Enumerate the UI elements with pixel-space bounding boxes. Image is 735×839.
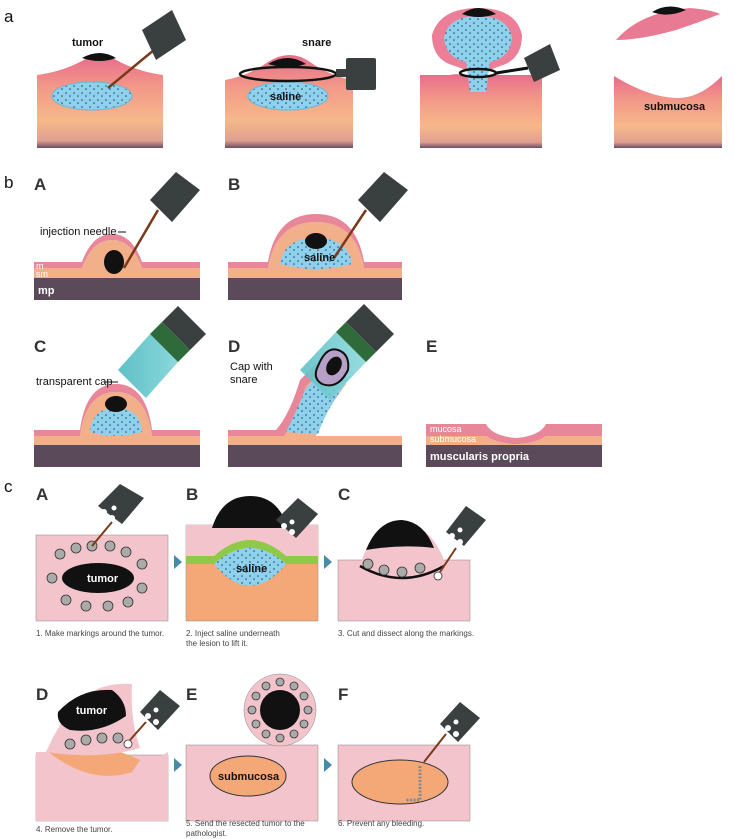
section-b: A injection needle m sm mp B saline: [34, 172, 602, 467]
panel-label-b: b: [4, 173, 13, 192]
b-letter-C: C: [34, 337, 46, 356]
c-caption-5b: pathologist.: [186, 829, 227, 838]
c-step-A: A tumor 1. Make markings around the tumo…: [35, 484, 169, 638]
b-letter-B: B: [228, 175, 240, 194]
c-label-tumor-d: tumor: [76, 705, 108, 717]
b-label-mp: mp: [38, 285, 55, 297]
a-label-submucosa: submucosa: [644, 101, 706, 113]
a-step-3: [420, 8, 560, 148]
a-step-1: tumor: [37, 10, 186, 148]
a-step-2: snare saline: [225, 37, 376, 148]
section-c: A tumor 1. Make markings around the tumo…: [35, 484, 486, 838]
c-arrow-4: [324, 758, 332, 772]
b-letter-E: E: [426, 337, 437, 356]
b-letter-A: A: [34, 175, 46, 194]
c-step-D: D tumor 4. Remove the tumor.: [35, 683, 180, 834]
b-step-A: A injection needle m sm mp: [34, 172, 200, 300]
b-step-B: B saline: [228, 172, 408, 300]
b-letter-D: D: [228, 337, 240, 356]
b-label-injection-needle: injection needle: [40, 226, 116, 238]
b-label-sm: sm: [36, 269, 48, 279]
b-step-D: D Cap with snare: [228, 304, 402, 467]
c-caption-5a: 5. Send the resected tumor to the: [186, 819, 305, 828]
c-arrow-3: [174, 758, 182, 772]
b-step-C: C transparent cap: [34, 306, 206, 467]
b-step-E: E mucosa submucosa muscularis propria: [426, 337, 602, 467]
c-arrow-1: [174, 555, 182, 569]
c-letter-A: A: [36, 485, 48, 504]
c-label-saline: saline: [236, 563, 267, 575]
a-label-saline: saline: [270, 91, 301, 103]
c-label-submucosa: submucosa: [218, 771, 280, 783]
c-letter-B: B: [186, 485, 198, 504]
c-caption-6: 6. Prevent any bleeding.: [338, 819, 424, 828]
a-step-4: submucosa: [614, 6, 722, 148]
a-label-snare: snare: [302, 37, 331, 49]
c-step-E: E submucosa 5. Send the resected tumor t…: [185, 673, 319, 838]
c-label-tumor-a: tumor: [87, 573, 119, 585]
c-caption-4: 4. Remove the tumor.: [36, 825, 112, 834]
c-step-B: B saline 2. Inject saline underneath the…: [185, 485, 319, 648]
c-caption-2b: the lesion to lift it.: [186, 639, 248, 648]
b-label-submucosa: submucosa: [430, 434, 476, 444]
a-label-tumor: tumor: [72, 37, 104, 49]
c-step-C: C 3. Cut and dissect along the markings.: [337, 485, 486, 638]
c-caption-3: 3. Cut and dissect along the markings.: [338, 629, 474, 638]
c-caption-2a: 2. Inject saline underneath: [186, 629, 280, 638]
c-arrow-2: [324, 555, 332, 569]
c-letter-F: F: [338, 685, 348, 704]
b-label-muscularis-propria: muscularis propria: [430, 451, 530, 463]
b-label-mucosa: mucosa: [430, 424, 462, 434]
b-label-m: m: [36, 261, 44, 271]
c-letter-E: E: [186, 685, 197, 704]
c-caption-1: 1. Make markings around the tumor.: [36, 629, 164, 638]
b-label-saline: saline: [304, 252, 335, 264]
panel-label-a: a: [4, 7, 14, 26]
c-step-F: F 6. Prevent any bleeding.: [337, 685, 480, 828]
section-a: tumor snare saline submuc: [37, 6, 722, 148]
panel-label-c: c: [4, 477, 13, 496]
c-letter-C: C: [338, 485, 350, 504]
c-letter-D: D: [36, 685, 48, 704]
b-label-cap-with-snare-2: snare: [230, 374, 258, 386]
b-label-transparent-cap: transparent cap: [36, 376, 112, 388]
b-label-cap-with-snare-1: Cap with: [230, 361, 273, 373]
